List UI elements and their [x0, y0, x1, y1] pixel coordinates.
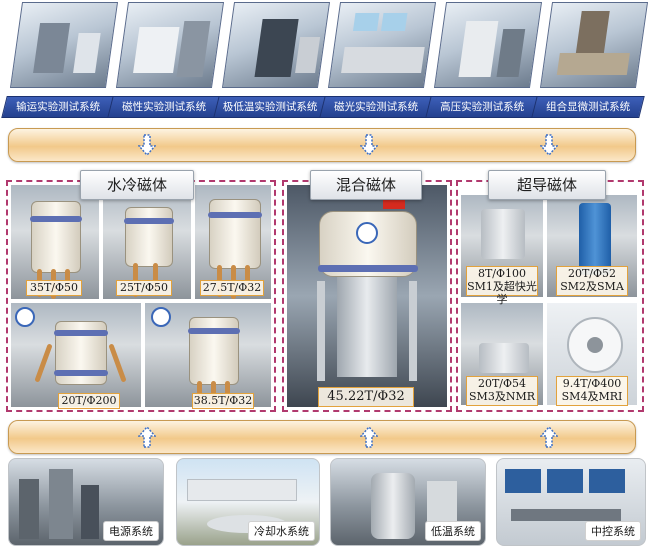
- magnet-spec-label: 35T/Φ50: [26, 280, 82, 296]
- high-pressure-lab-photo: [433, 2, 543, 88]
- system-microscopy: 组合显微测试系统: [531, 0, 649, 118]
- arrow-up-icon: [540, 426, 558, 448]
- magnet-spec-label: 9.4T/Φ400 SM4及MRI: [556, 376, 628, 406]
- magnet-photo: [10, 184, 100, 300]
- microscopy-lab-photo: [539, 2, 649, 88]
- infrastructure-label: 低温系统: [425, 521, 481, 541]
- magnet-body: [208, 199, 262, 269]
- magnetism-lab-photo: [115, 2, 225, 88]
- magnet-body: [124, 207, 174, 267]
- lower-connection-band: [8, 420, 636, 454]
- magnet-spec-label: 20T/Φ52 SM2及SMA: [556, 266, 628, 296]
- system-label: 输运实验测试系统: [16, 101, 101, 113]
- system-label-bar: 极低温实验测试系统: [213, 96, 327, 118]
- system-label: 极低温实验测试系统: [222, 101, 318, 113]
- upper-connection-band: [8, 128, 636, 162]
- arrow-down-icon: [138, 134, 156, 156]
- system-magnetism: 磁性实验测试系统: [107, 0, 225, 118]
- magnet-spec-line: 20T/Φ54: [477, 377, 527, 390]
- system-label-bar: 高压实验测试系统: [425, 96, 539, 118]
- magnet-spec-line: SM2及SMA: [560, 280, 624, 293]
- magnet-spec-line: SM1及超快光学: [467, 280, 537, 306]
- magnet-body: [188, 317, 240, 385]
- system-label-bar: 磁光实验测试系统: [319, 96, 433, 118]
- central-control-system-photo: 中控系统: [496, 458, 646, 546]
- system-label-bar: 输运实验测试系统: [1, 96, 115, 118]
- system-ultralow-temp: 极低温实验测试系统: [213, 0, 331, 118]
- arrow-down-icon: [360, 134, 378, 156]
- arrow-up-icon: [360, 426, 378, 448]
- magnet-spec-label: 25T/Φ50: [116, 280, 172, 296]
- magnet-spec-line: 20T/Φ52: [567, 267, 617, 280]
- arrow-down-icon: [540, 134, 558, 156]
- system-label: 磁光实验测试系统: [334, 101, 419, 113]
- magnet-body: [54, 321, 108, 385]
- magnet-spec-line: 8T/Φ100: [477, 267, 527, 280]
- arrow-up-icon: [138, 426, 156, 448]
- infrastructure-label: 冷却水系统: [248, 521, 315, 541]
- cooling-water-system-photo: 冷却水系统: [176, 458, 320, 546]
- cryogenic-system-photo: 低温系统: [330, 458, 486, 546]
- infrastructure-label: 中控系统: [585, 521, 641, 541]
- system-magneto-optics: 磁光实验测试系统: [319, 0, 437, 118]
- magnet-spec-label: 27.5T/Φ32: [200, 280, 264, 296]
- magnet-spec-line: 9.4T/Φ400: [562, 377, 622, 390]
- ultralow-temp-lab-photo: [221, 2, 331, 88]
- magneto-optics-lab-photo: [327, 2, 437, 88]
- institute-logo-icon: [151, 307, 171, 327]
- system-label: 组合显微测试系统: [546, 101, 631, 113]
- system-label-bar: 组合显微测试系统: [531, 96, 645, 118]
- system-label: 高压实验测试系统: [440, 101, 525, 113]
- system-label-bar: 磁性实验测试系统: [107, 96, 221, 118]
- system-label: 磁性实验测试系统: [122, 101, 207, 113]
- group-title: 混合磁体: [310, 170, 422, 200]
- group-title: 水冷磁体: [80, 170, 194, 200]
- magnet-spec-label: 8T/Φ100 SM1及超快光学: [466, 266, 538, 306]
- magnet-spec-label: 45.22T/Φ32: [318, 387, 414, 407]
- system-high-pressure: 高压实验测试系统: [425, 0, 543, 118]
- magnet-spec-label: 20T/Φ200: [58, 393, 120, 409]
- power-system-photo: 电源系统: [8, 458, 164, 546]
- hybrid-magnet-photo: [286, 184, 448, 408]
- system-transport: 输运实验测试系统: [1, 0, 119, 118]
- magnet-body: [318, 211, 418, 277]
- institute-logo-icon: [15, 307, 35, 327]
- magnet-spec-line: SM4及MRI: [561, 390, 623, 403]
- magnet-spec-line: SM3及NMR: [469, 390, 535, 403]
- magnet-spec-label: 20T/Φ54 SM3及NMR: [466, 376, 538, 406]
- magnet-spec-label: 38.5T/Φ32: [192, 393, 254, 409]
- magnet-photo: [10, 302, 142, 408]
- transport-lab-photo: [9, 2, 119, 88]
- infrastructure-label: 电源系统: [103, 521, 159, 541]
- magnet-body: [30, 201, 82, 273]
- group-title: 超导磁体: [488, 170, 606, 200]
